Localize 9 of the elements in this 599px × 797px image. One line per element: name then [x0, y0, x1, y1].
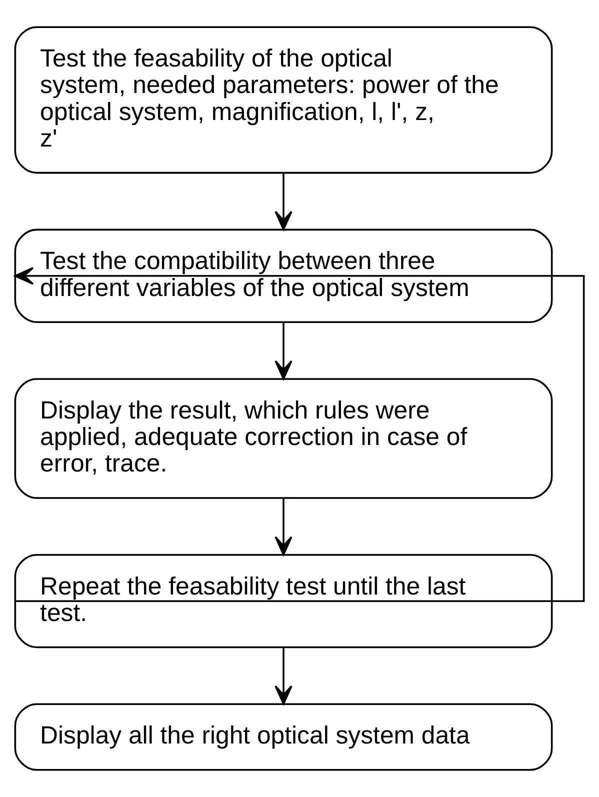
- arrow: [14, 267, 585, 602]
- arrow: [274, 648, 292, 705]
- arrow: [274, 173, 292, 230]
- node-box: Display all the right optical system data: [14, 703, 553, 771]
- arrow: [274, 498, 292, 556]
- node-box: Test the feasability of the optical system, needed parameters: power of the optical system, magnification, l, l', z, z': [14, 26, 553, 174]
- arrow: [274, 322, 292, 380]
- node-box: Repeat the feasability test until the last test.: [14, 554, 553, 648]
- node-box: Display the result, which rules were applied, adequate correction in case of error, trace.: [14, 378, 553, 499]
